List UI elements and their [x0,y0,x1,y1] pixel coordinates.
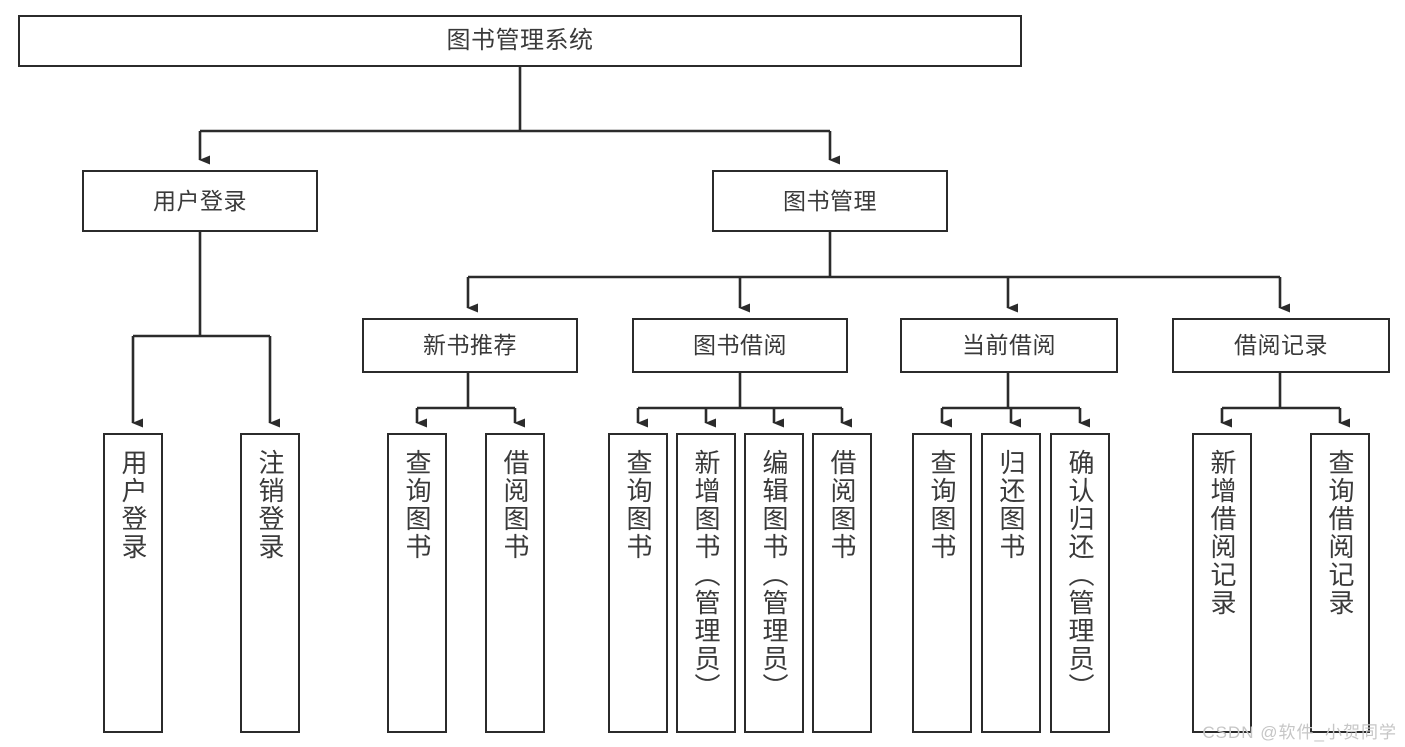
node-label: 确认归还（管理员） [1065,449,1096,701]
node-label: 图书管理系统 [446,27,594,54]
node-label: 注销登录 [255,449,286,561]
node-borrow-record[interactable]: 借阅记录 [1172,318,1390,373]
leaf-current-confirm-return-admin[interactable]: 确认归还（管理员） [1050,433,1110,733]
node-new-book-recommend[interactable]: 新书推荐 [362,318,578,373]
node-label: 用户登录 [153,187,247,214]
node-label: 编辑图书（管理员） [759,449,790,701]
node-label: 新增借阅记录 [1207,449,1238,617]
node-label: 图书管理 [783,187,877,214]
node-label: 用户登录 [118,449,149,561]
node-label: 查询图书 [927,449,958,561]
leaf-current-query-book[interactable]: 查询图书 [912,433,972,733]
node-label: 归还图书 [996,449,1027,561]
leaf-borrow-edit-book-admin[interactable]: 编辑图书（管理员） [744,433,804,733]
node-label: 新增图书（管理员） [691,449,722,701]
leaf-record-add-borrow-record[interactable]: 新增借阅记录 [1192,433,1252,733]
leaf-recommend-query-book[interactable]: 查询图书 [387,433,447,733]
node-label: 借阅图书 [827,449,858,561]
node-label: 新书推荐 [423,332,517,358]
leaf-recommend-borrow-book[interactable]: 借阅图书 [485,433,545,733]
leaf-current-return-book[interactable]: 归还图书 [981,433,1041,733]
node-label: 查询图书 [402,449,433,561]
leaf-borrow-add-book-admin[interactable]: 新增图书（管理员） [676,433,736,733]
csdn-watermark: CSDN @软件_小贺同学 [1202,723,1397,742]
leaf-borrow-borrow-book[interactable]: 借阅图书 [812,433,872,733]
leaf-borrow-query-book[interactable]: 查询图书 [608,433,668,733]
leaf-record-query-borrow-record[interactable]: 查询借阅记录 [1310,433,1370,733]
node-label: 当前借阅 [962,332,1056,358]
node-label: 查询图书 [623,449,654,561]
leaf-user-logout[interactable]: 注销登录 [240,433,300,733]
node-label: 借阅图书 [500,449,531,561]
node-label: 查询借阅记录 [1325,449,1356,617]
node-book-borrow[interactable]: 图书借阅 [632,318,848,373]
node-book-management[interactable]: 图书管理 [712,170,948,232]
node-label: 图书借阅 [693,332,787,358]
node-current-borrow[interactable]: 当前借阅 [900,318,1118,373]
leaf-user-login[interactable]: 用户登录 [103,433,163,733]
node-root-system[interactable]: 图书管理系统 [18,15,1022,67]
node-user-login[interactable]: 用户登录 [82,170,318,232]
node-label: 借阅记录 [1234,332,1328,358]
